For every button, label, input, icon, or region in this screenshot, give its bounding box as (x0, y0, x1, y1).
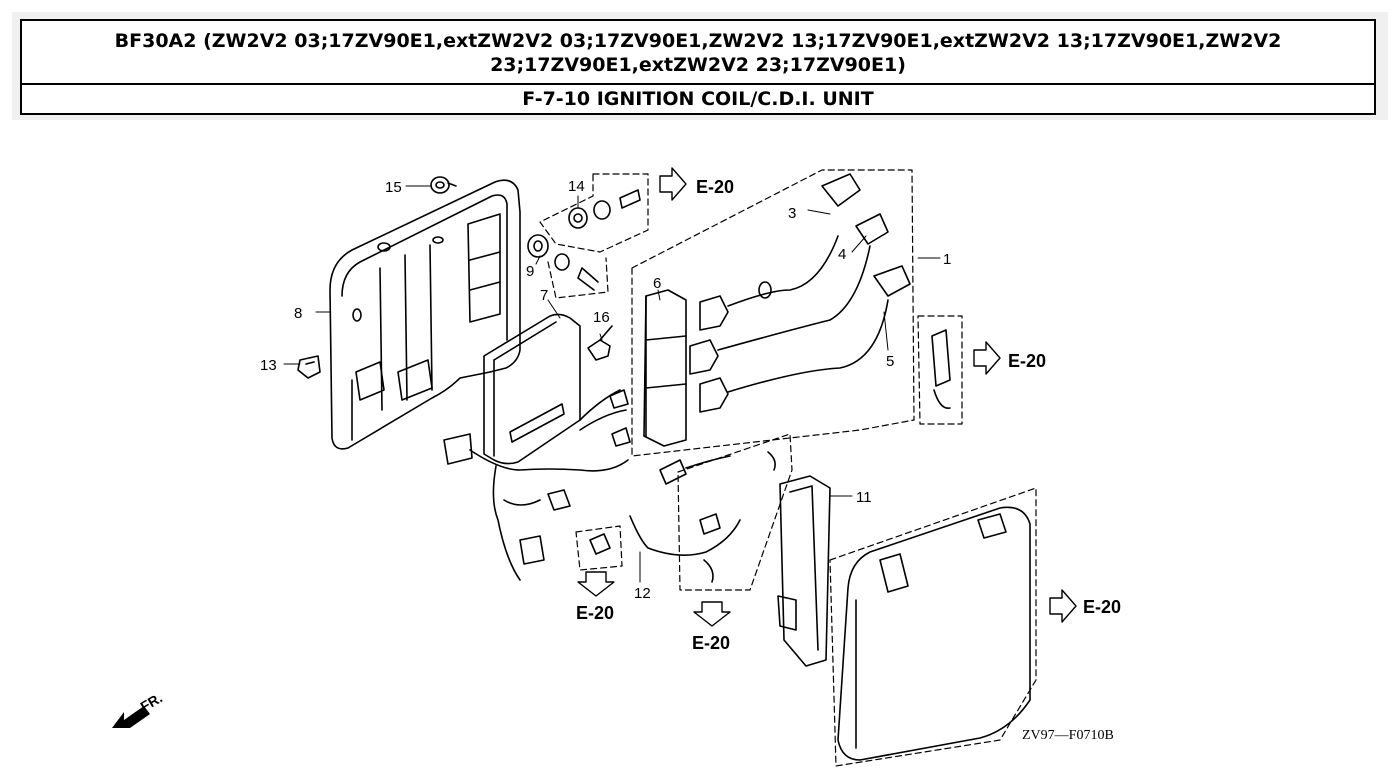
cover-part (837, 506, 1031, 761)
callout-4: 4 (838, 246, 846, 263)
cdi-unit-part (443, 313, 631, 581)
callout-8: 8 (294, 305, 302, 322)
clamp-part (931, 329, 951, 409)
callout-12: 12 (634, 585, 651, 602)
model-title: BF30A2 (ZW2V2 03;17ZV90E1,extZW2V2 03;17… (20, 19, 1376, 85)
callout-16: 16 (593, 309, 610, 326)
reference-arrows (577, 167, 1077, 627)
dashed-groups (539, 169, 1037, 767)
callout-7: 7 (540, 287, 548, 304)
callout-5: 5 (886, 353, 894, 370)
front-direction-indicator: FR. (112, 689, 165, 728)
harness-part (589, 451, 776, 583)
coil-holder-part (643, 289, 687, 447)
ignition-coil-assembly (689, 173, 911, 413)
washer-screw-group (527, 189, 641, 291)
clip-part (297, 355, 321, 379)
callout-11: 11 (856, 489, 872, 506)
reference-labels: E-20 E-20 E-20 E-20 E-20 (576, 177, 1121, 653)
drawing-code: ZV97—F0710B (1022, 728, 1114, 743)
protector-strip-part (777, 475, 831, 667)
leader-lines (283, 185, 941, 583)
ref-e20-bottom-mid: E-20 (692, 633, 730, 653)
callout-14: 14 (568, 178, 585, 195)
bracket-part (329, 179, 521, 450)
callout-numbers: 1 3 4 5 6 7 8 9 11 12 13 14 15 16 (260, 178, 951, 602)
bolt-part (587, 325, 613, 361)
ref-e20-bottom-left: E-20 (576, 603, 614, 623)
callout-15: 15 (385, 179, 402, 196)
ref-e20-cover: E-20 (1083, 597, 1121, 617)
callout-6: 6 (653, 275, 661, 292)
header-panel: BF30A2 (ZW2V2 03;17ZV90E1,extZW2V2 03;17… (12, 12, 1388, 120)
section-title: F-7-10 IGNITION COIL/C.D.I. UNIT (20, 83, 1376, 115)
ref-e20-top: E-20 (696, 177, 734, 197)
ref-e20-right: E-20 (1008, 351, 1046, 371)
front-arrow-icon (112, 706, 150, 728)
grommet-part (430, 176, 457, 194)
callout-3: 3 (788, 205, 796, 222)
callout-13: 13 (260, 357, 277, 374)
callout-1: 1 (943, 251, 951, 268)
callout-9: 9 (526, 263, 534, 280)
